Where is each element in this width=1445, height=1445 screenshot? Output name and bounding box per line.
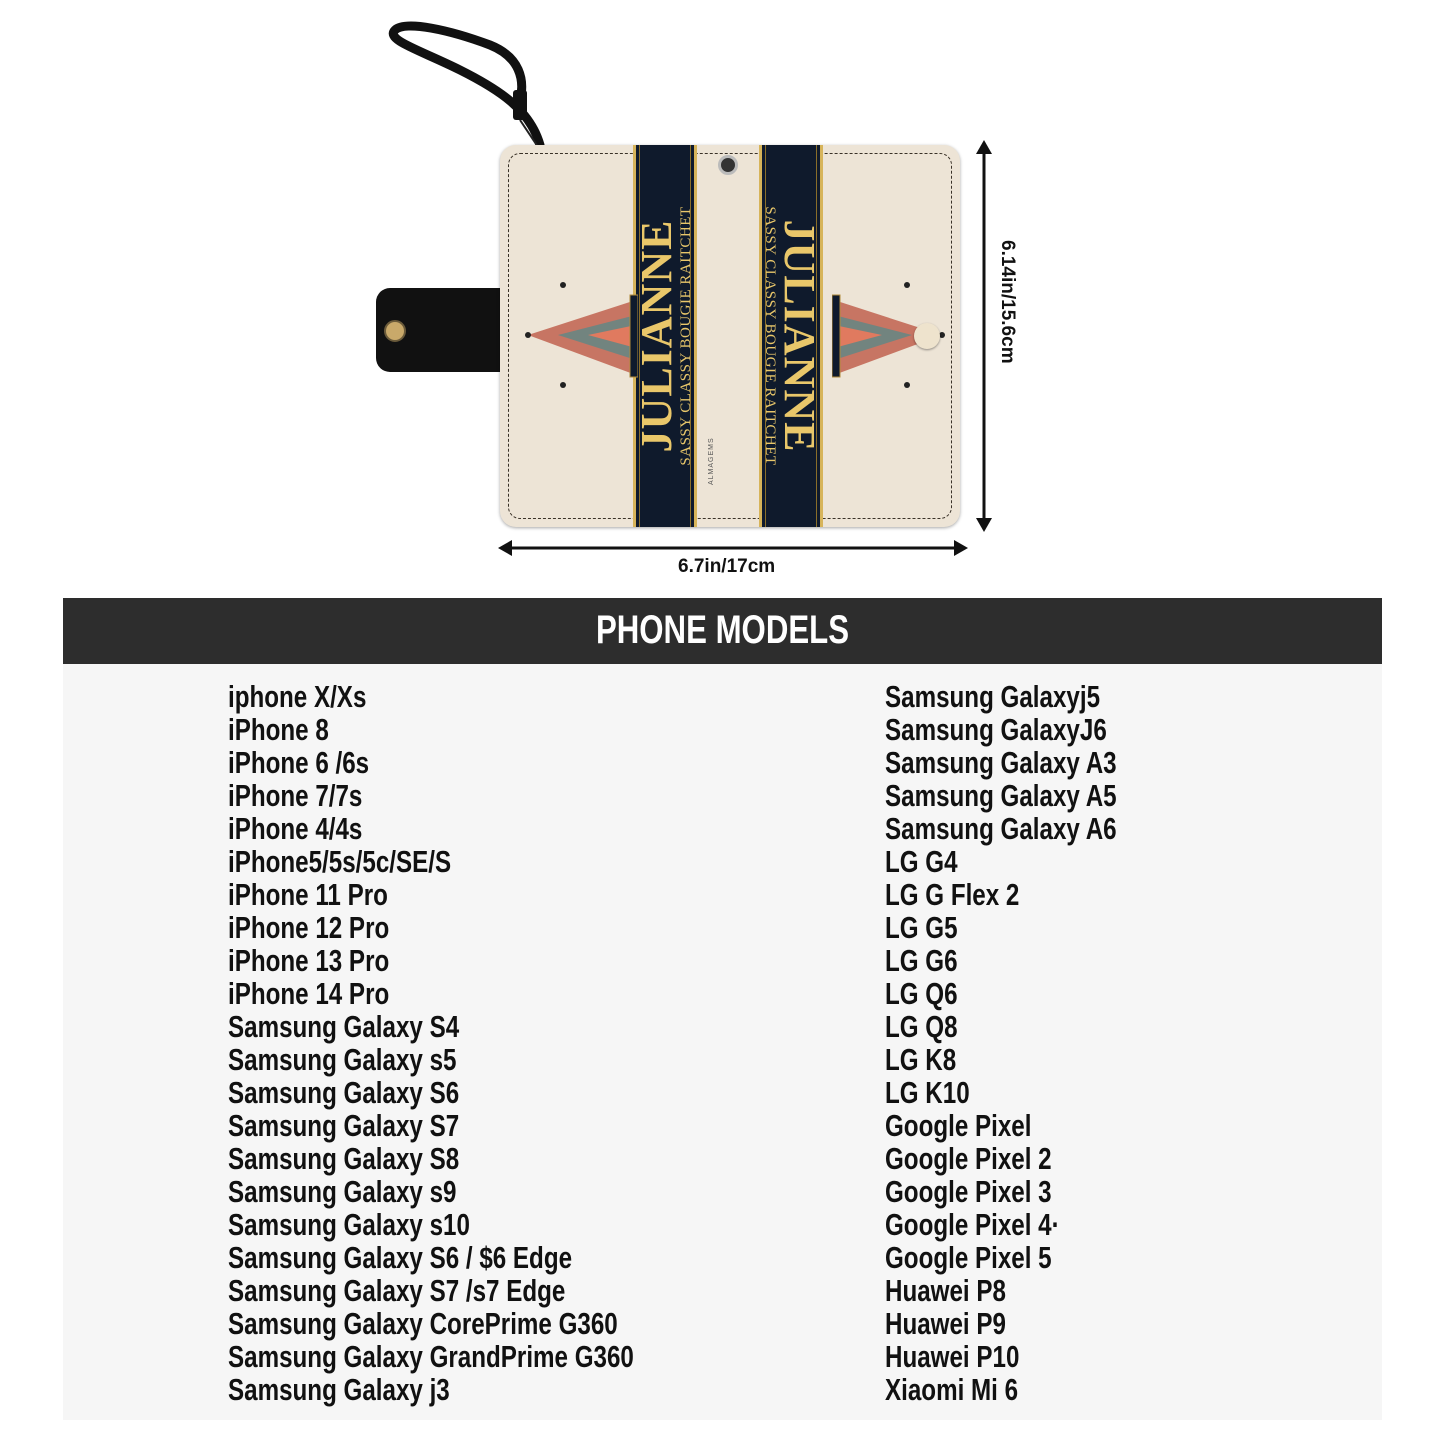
phone-model-item: iPhone5/5s/5c/SE/S	[228, 844, 452, 879]
height-label: 6.14in/15.6cm	[997, 240, 1018, 364]
phone-model-item: Samsung Galaxy s10	[228, 1207, 470, 1242]
phone-model-item: Samsung Galaxy S7 /s7 Edge	[228, 1273, 566, 1308]
phone-model-item: Samsung Galaxy S4	[228, 1009, 460, 1044]
phone-model-item: Samsung Galaxy j3	[228, 1372, 450, 1407]
phone-model-item: Samsung Galaxy A5	[885, 778, 1117, 813]
phone-model-item: Samsung Galaxy S6 / $6 Edge	[228, 1240, 573, 1275]
phone-model-item: Samsung Galaxyj5	[885, 679, 1101, 714]
phone-model-item: LG G Flex 2	[885, 877, 1020, 912]
tagline: SASSY CLASSY BOUGIE RAITCHET	[762, 206, 778, 466]
phone-model-item: Samsung Galaxy S8	[228, 1141, 460, 1176]
phone-model-item: iPhone 4/4s	[228, 811, 363, 846]
phone-model-item: LG G6	[885, 943, 958, 978]
phone-model-item: Samsung Galaxy A6	[885, 811, 1117, 846]
phone-model-item: Samsung GalaxyJ6	[885, 712, 1107, 747]
phone-model-item: Huawei P10	[885, 1339, 1020, 1374]
height-arrow	[976, 140, 992, 532]
name-text: JULIANNE	[632, 219, 681, 453]
phone-model-item: Huawei P8	[885, 1273, 1006, 1308]
name-text: JULIANNE	[775, 219, 824, 453]
crown-right-icon	[832, 282, 945, 388]
models-header: PHONE MODELS	[63, 598, 1382, 664]
phone-model-item: Google Pixel 2	[885, 1141, 1052, 1176]
tagline: SASSY CLASSY BOUGIE RAITCHET	[678, 206, 694, 466]
phone-model-item: iPhone 11 Pro	[228, 877, 388, 912]
name-strip-right: JULIANNE SASSY CLASSY BOUGIE RAITCHET	[759, 145, 824, 527]
phone-model-item: iPhone 13 Pro	[228, 943, 390, 978]
phone-model-item: Google Pixel 3	[885, 1174, 1052, 1209]
phone-model-item: Google Pixel 4·	[885, 1207, 1060, 1242]
crown-left-icon	[525, 282, 638, 388]
phone-model-item: Samsung Galaxy GrandPrime G360	[228, 1339, 634, 1374]
brand-mark: ALMAGEMS	[708, 437, 715, 485]
phone-model-item: iPhone 14 Pro	[228, 976, 390, 1011]
models-title: PHONE MODELS	[595, 608, 850, 652]
width-label: 6.7in/17cm	[678, 556, 776, 577]
phone-model-item: iPhone 12 Pro	[228, 910, 390, 945]
phone-model-item: iPhone 6 /6s	[228, 745, 370, 780]
phone-model-item: LG G4	[885, 844, 958, 879]
phone-model-item: Google Pixel	[885, 1108, 1032, 1143]
phone-model-item: Samsung Galaxy S6	[228, 1075, 460, 1110]
phone-model-item: Samsung Galaxy S7	[228, 1108, 460, 1143]
eyelet	[718, 155, 738, 175]
models-list-panel	[63, 664, 1382, 1420]
phone-model-item: Google Pixel 5	[885, 1240, 1052, 1275]
wrist-strap	[388, 21, 545, 151]
phone-model-item: Huawei P9	[885, 1306, 1006, 1341]
phone-model-item: LG K10	[885, 1075, 970, 1110]
width-arrow	[498, 540, 968, 556]
phone-model-item: LG G5	[885, 910, 958, 945]
phone-model-item: LG Q8	[885, 1009, 958, 1044]
phone-model-item: LG K8	[885, 1042, 957, 1077]
wallet-preview: JULIANNE SASSY CLASSY BOUGIE RAITCHET JU…	[500, 145, 960, 527]
snap-button	[384, 320, 406, 342]
phone-model-item: Samsung Galaxy s9	[228, 1174, 457, 1209]
phone-model-item: Xiaomi Mi 6	[885, 1372, 1019, 1407]
phone-model-item: Samsung Galaxy A3	[885, 745, 1117, 780]
phone-model-item: iphone X/Xs	[228, 679, 367, 714]
snap-stud	[914, 323, 940, 349]
phone-model-item: iPhone 7/7s	[228, 778, 363, 813]
phone-model-item: iPhone 8	[228, 712, 329, 747]
phone-model-item: Samsung Galaxy CorePrime G360	[228, 1306, 618, 1341]
name-strip-left: JULIANNE SASSY CLASSY BOUGIE RAITCHET	[632, 145, 697, 527]
phone-model-item: LG Q6	[885, 976, 958, 1011]
clasp-tab	[376, 288, 506, 372]
phone-model-item: Samsung Galaxy s5	[228, 1042, 457, 1077]
